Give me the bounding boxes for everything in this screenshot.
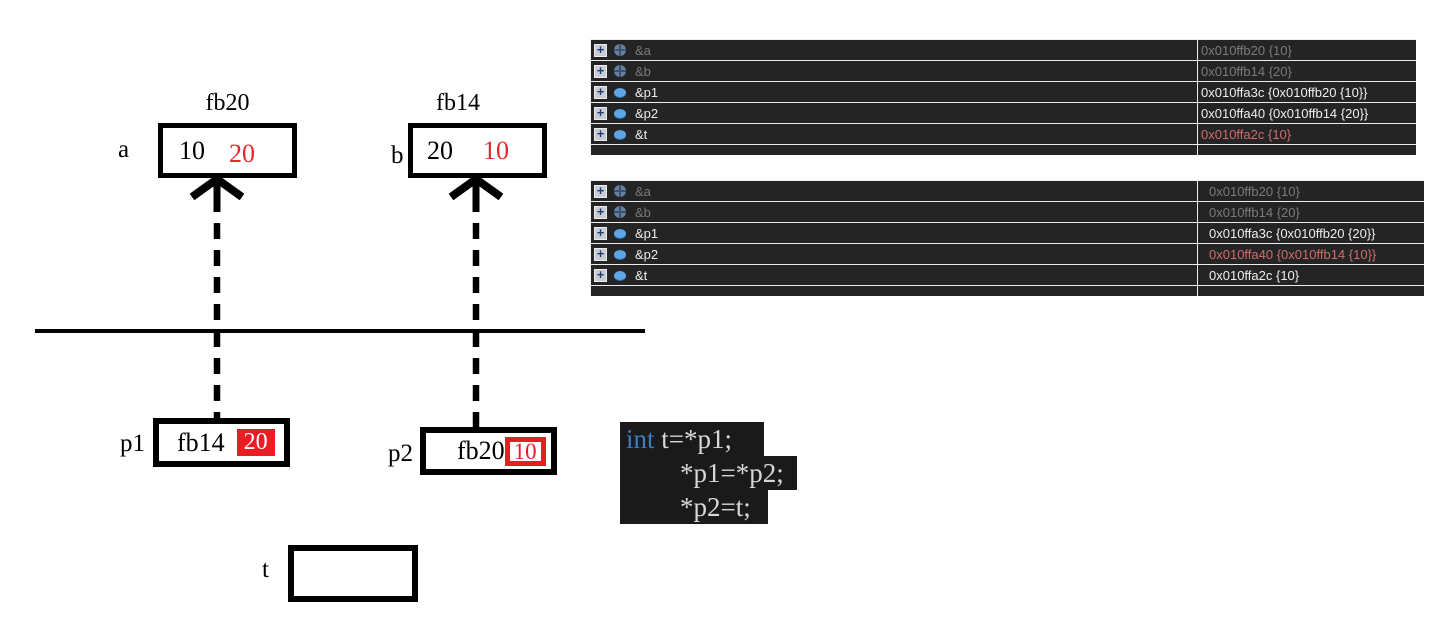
watch-value[interactable]: 0x010ffa40 {0x010ffb14 {10}} <box>1209 246 1377 262</box>
watch-value[interactable]: 0x010ffb14 {20} <box>1201 63 1292 79</box>
watch-row[interactable]: &p2 0x010ffa40 {0x010ffb14 {20}} <box>591 102 1416 123</box>
badge-p1-points-to: 20 <box>236 429 275 456</box>
watch-panel-after: &a 0x010ffb20 {10} &b 0x010ffb14 {20} &p… <box>590 180 1424 296</box>
watch-row[interactable]: &t 0x010ffa2c {10} <box>591 264 1424 285</box>
arrowhead-icon <box>448 174 504 201</box>
value-b-new: 10 <box>483 135 509 165</box>
box-a: 10 20 <box>158 123 297 178</box>
expand-plus-icon[interactable] <box>594 205 607 219</box>
watch-name[interactable]: &a <box>635 42 651 58</box>
pointer-icon <box>614 270 626 280</box>
box-t <box>288 545 418 602</box>
watch-value[interactable]: 0x010ffb20 {10} <box>1209 183 1300 199</box>
expand-plus-icon[interactable] <box>594 127 607 141</box>
expand-plus-icon[interactable] <box>594 247 607 261</box>
value-a-new: 20 <box>229 138 255 168</box>
watch-name[interactable]: &p2 <box>635 246 659 262</box>
box-b: 20 10 <box>408 123 547 178</box>
var-label-t: t <box>262 556 269 583</box>
expand-plus-icon[interactable] <box>594 85 607 99</box>
pointer-icon <box>614 129 626 139</box>
column-separator <box>1197 180 1198 296</box>
watch-row[interactable]: &p1 0x010ffa3c {0x010ffb20 {20}} <box>591 222 1424 243</box>
expand-plus-icon[interactable] <box>594 106 607 120</box>
var-label-p2: p2 <box>388 440 413 467</box>
watch-name[interactable]: &b <box>635 204 651 220</box>
watch-name[interactable]: &p2 <box>635 105 659 121</box>
expand-plus-icon[interactable] <box>594 268 607 282</box>
watch-row[interactable]: &p1 0x010ffa3c {0x010ffb20 {10}} <box>591 81 1416 102</box>
watch-name[interactable]: &b <box>635 63 651 79</box>
addr-label-a: fb20 <box>205 90 250 116</box>
watch-empty-row[interactable] <box>591 144 1416 155</box>
code-snippet: int t=*p1; *p1=*p2; *p2=t; <box>620 422 797 524</box>
watch-name[interactable]: &p1 <box>635 225 659 241</box>
var-label-a: a <box>118 136 130 163</box>
value-a-old: 10 <box>179 135 205 165</box>
code-line-1-rest: t=*p1; <box>654 424 732 454</box>
watch-row[interactable]: &t 0x010ffa2c {10} <box>591 123 1416 144</box>
watch-value[interactable]: 0x010ffb14 {20} <box>1209 204 1300 220</box>
code-line-2: *p1=*p2; <box>620 456 797 490</box>
watch-row[interactable]: &p2 0x010ffa40 {0x010ffb14 {10}} <box>591 243 1424 264</box>
pointer-icon <box>614 228 626 238</box>
watch-panel-before: &a 0x010ffb20 {10} &b 0x010ffb14 {20} &p… <box>590 39 1416 155</box>
watch-value[interactable]: 0x010ffb20 {10} <box>1201 42 1292 58</box>
watch-value[interactable]: 0x010ffa40 {0x010ffb14 {20}} <box>1201 105 1369 121</box>
pointer-icon <box>614 249 626 259</box>
watch-value[interactable]: 0x010ffa2c {10} <box>1201 126 1292 142</box>
arrowhead-icon <box>189 174 245 201</box>
value-p1: fb14 <box>177 427 225 457</box>
badge-p2-points-to: 10 <box>504 436 546 466</box>
code-line-3: *p2=t; <box>620 490 768 524</box>
box-p2: fb20 10 <box>420 427 557 475</box>
watch-value[interactable]: 0x010ffa3c {0x010ffb20 {10}} <box>1201 84 1368 100</box>
value-b-old: 20 <box>427 135 453 165</box>
watch-name[interactable]: &p1 <box>635 84 659 100</box>
var-label-p1: p1 <box>120 430 145 457</box>
globe-icon <box>614 44 626 56</box>
expand-plus-icon[interactable] <box>594 226 607 240</box>
watch-name[interactable]: &a <box>635 183 651 199</box>
expand-plus-icon[interactable] <box>594 64 607 78</box>
globe-icon <box>614 65 626 77</box>
watch-name[interactable]: &t <box>635 267 648 283</box>
watch-row[interactable]: &b 0x010ffb14 {20} <box>591 60 1416 81</box>
diagram-arrow-layer <box>35 174 645 427</box>
column-separator <box>1197 39 1198 155</box>
globe-icon <box>614 185 626 197</box>
globe-icon <box>614 206 626 218</box>
keyword-int: int <box>626 424 655 454</box>
pointer-icon <box>614 108 626 118</box>
expand-plus-icon[interactable] <box>594 43 607 57</box>
watch-value[interactable]: 0x010ffa2c {10} <box>1209 267 1300 283</box>
arrow-p2-to-b <box>448 174 504 427</box>
watch-row[interactable]: &a 0x010ffb20 {10} <box>591 180 1424 201</box>
addr-label-b: fb14 <box>436 90 480 116</box>
watch-value[interactable]: 0x010ffa3c {0x010ffb20 {20}} <box>1209 225 1376 241</box>
watch-name[interactable]: &t <box>635 126 648 142</box>
pointer-icon <box>614 87 626 97</box>
watch-row[interactable]: &b 0x010ffb14 {20} <box>591 201 1424 222</box>
arrow-p1-to-a <box>189 174 245 418</box>
box-p1: fb14 20 <box>153 418 290 467</box>
watch-row[interactable]: &a 0x010ffb20 {10} <box>591 39 1416 60</box>
code-line-1: int t=*p1; <box>620 422 764 456</box>
value-p2: fb20 <box>457 436 505 465</box>
expand-plus-icon[interactable] <box>594 184 607 198</box>
var-label-b: b <box>391 142 404 169</box>
watch-empty-row[interactable] <box>591 285 1424 296</box>
